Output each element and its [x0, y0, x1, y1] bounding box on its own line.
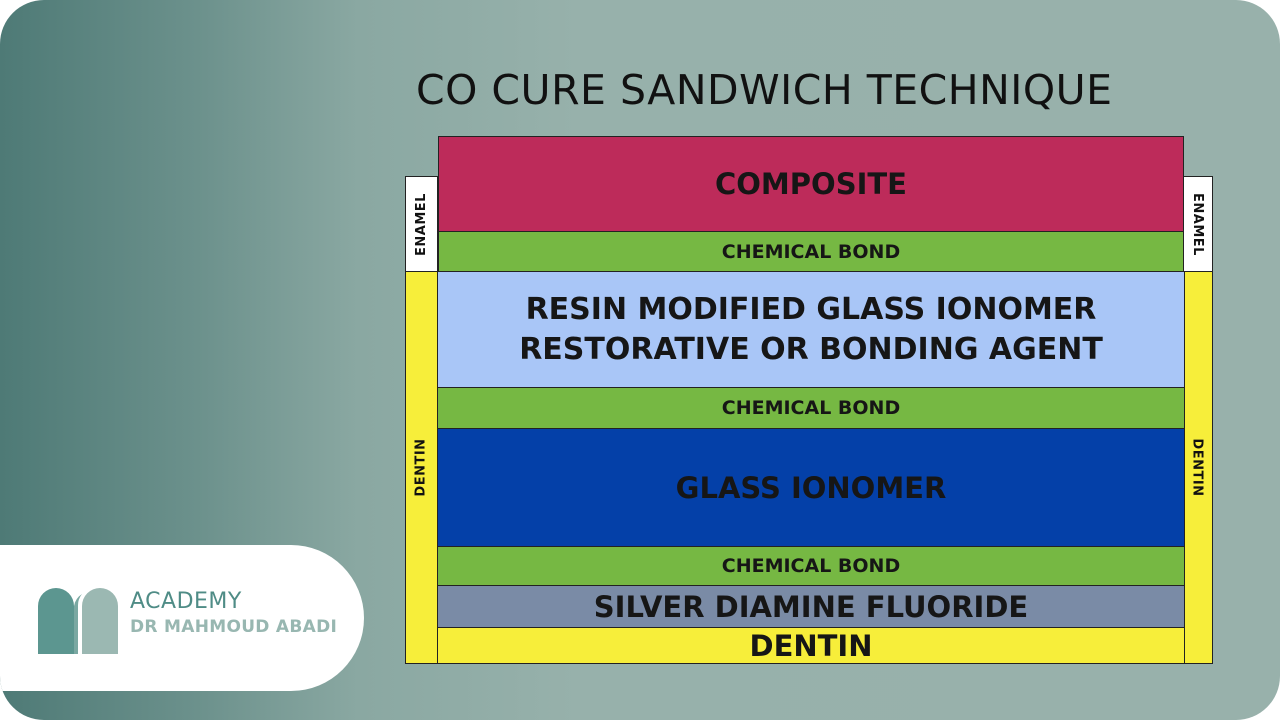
dentin-left-label: DENTIN	[414, 438, 430, 497]
layer-rmgi: RESIN MODIFIED GLASS IONOMER RESTORATIVE…	[437, 271, 1185, 388]
layer-silver-diamine-fluoride: SILVER DIAMINE FLUORIDE	[437, 585, 1185, 628]
layer-composite-label: COMPOSITE	[715, 167, 907, 201]
brand-name: DR MAHMOUD ABADI	[130, 617, 338, 637]
layer-chemical-bond-3-label: CHEMICAL BOND	[721, 555, 901, 577]
layer-sdf-label: SILVER DIAMINE FLUORIDE	[593, 589, 1029, 624]
layer-dentin-label: DENTIN	[749, 628, 873, 663]
layer-composite: COMPOSITE	[438, 136, 1184, 232]
dentin-right: DENTIN	[1182, 271, 1213, 664]
layer-dentin: DENTIN	[437, 627, 1185, 664]
layer-chemical-bond-2-label: CHEMICAL BOND	[721, 397, 901, 419]
dentin-right-label: DENTIN	[1190, 438, 1206, 497]
layer-chemical-bond-3: CHEMICAL BOND	[437, 546, 1185, 586]
enamel-right: ENAMEL	[1182, 176, 1213, 272]
academy-logo-icon	[38, 588, 118, 654]
brand-academy: ACADEMY	[130, 589, 242, 614]
enamel-left: ENAMEL	[405, 176, 438, 272]
layer-rmgi-label-line1: RESIN MODIFIED GLASS IONOMER	[525, 291, 1097, 327]
enamel-left-label: ENAMEL	[414, 192, 430, 256]
layer-chemical-bond-1-label: CHEMICAL BOND	[721, 240, 901, 263]
dentin-left: DENTIN	[405, 271, 438, 664]
layer-rmgi-label-line2: RESTORATIVE OR BONDING AGENT	[519, 331, 1103, 367]
slide-title: CO CURE SANDWICH TECHNIQUE	[416, 66, 1113, 114]
enamel-right-label: ENAMEL	[1190, 192, 1206, 256]
layer-chemical-bond-1: CHEMICAL BOND	[438, 231, 1184, 272]
layer-glass-ionomer: GLASS IONOMER	[437, 428, 1185, 547]
layer-chemical-bond-2: CHEMICAL BOND	[437, 387, 1185, 429]
layer-glass-ionomer-label: GLASS IONOMER	[675, 470, 947, 505]
